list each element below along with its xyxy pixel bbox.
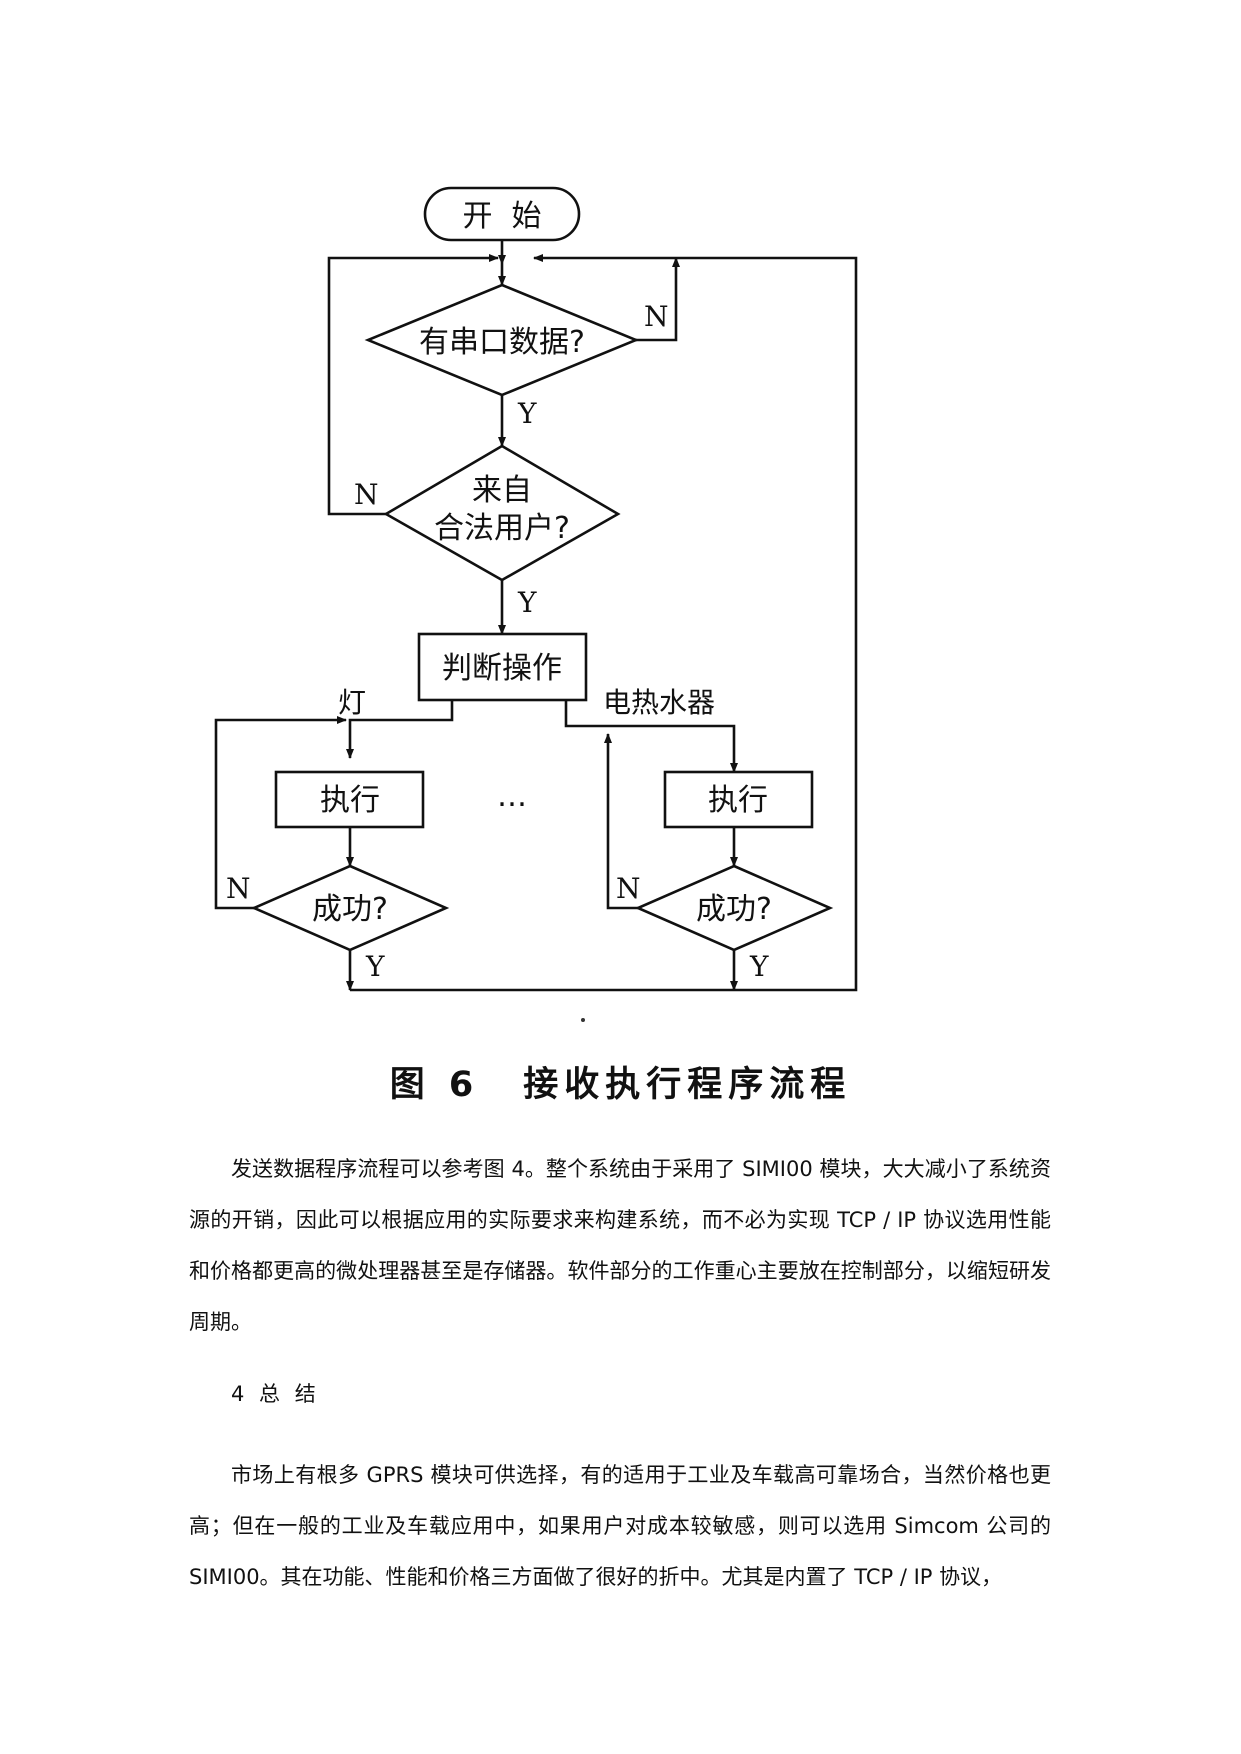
figure-caption: 图 6 接收执行程序流程 <box>0 1056 1241 1107</box>
decision-legal-user-label-line1: 来自 <box>472 473 532 508</box>
process-execute-right <box>663 770 814 829</box>
edge-branch-heater <box>564 700 738 773</box>
figure-title: 接收执行程序流程 <box>523 1065 852 1105</box>
process-execute-right-label: 执行 <box>708 783 768 818</box>
process-execute-left-label: 执行 <box>320 783 380 818</box>
paragraph-summary: 市场上有根多 GPRS 模块可供选择，有的适用于工业及车载高可靠场合，当然价格也… <box>189 1463 1051 1589</box>
section-heading-summary: 4 总 结 <box>231 1382 320 1406</box>
start-label: 开 始 <box>462 199 541 234</box>
ellipsis-more-branches: … <box>497 779 527 814</box>
decision2-yes-label: Y <box>517 586 537 619</box>
decision1-no-label: N <box>644 300 669 333</box>
edge-success-left-no-loop <box>214 716 347 910</box>
decision2-no-label: N <box>354 478 379 511</box>
decision1-yes-label: Y <box>517 397 537 430</box>
edge-branch-lamp <box>346 700 454 759</box>
success-right-yes-label: Y <box>749 950 769 983</box>
edge-return-to-top <box>350 254 858 992</box>
decision-has-serial-data-label: 有串口数据? <box>419 325 585 360</box>
success-left-yes-label: Y <box>365 950 385 983</box>
process-judge-operation-label: 判断操作 <box>442 651 562 686</box>
branch-heater-label: 电热水器 <box>603 686 715 719</box>
scan-dot <box>581 1018 585 1022</box>
success-left-no-label: N <box>226 872 251 905</box>
paragraph-send-flow: 发送数据程序流程可以参考图 4。整个系统由于采用了 SIMI00 模块，大大减小… <box>189 1157 1051 1334</box>
edge-decision2-no-loop <box>327 254 499 516</box>
process-judge-operation <box>417 632 588 702</box>
branch-lamp-label: 灯 <box>338 686 366 719</box>
decision-success-right-label: 成功? <box>696 892 772 927</box>
figure-number: 图 6 <box>389 1065 480 1105</box>
decision-success-left-label: 成功? <box>312 892 388 927</box>
edge-success-right-no-loop <box>604 733 638 910</box>
flowchart-diagram: 开 始 有串口数据? N Y 来自 合法用户? N Y 判断操作 灯 电热水器 … <box>214 186 858 1022</box>
success-right-no-label: N <box>616 872 641 905</box>
process-execute-left <box>274 770 425 829</box>
edge-decision1-no-loop <box>636 264 678 342</box>
decision-legal-user-label-line2: 合法用户? <box>434 511 570 546</box>
